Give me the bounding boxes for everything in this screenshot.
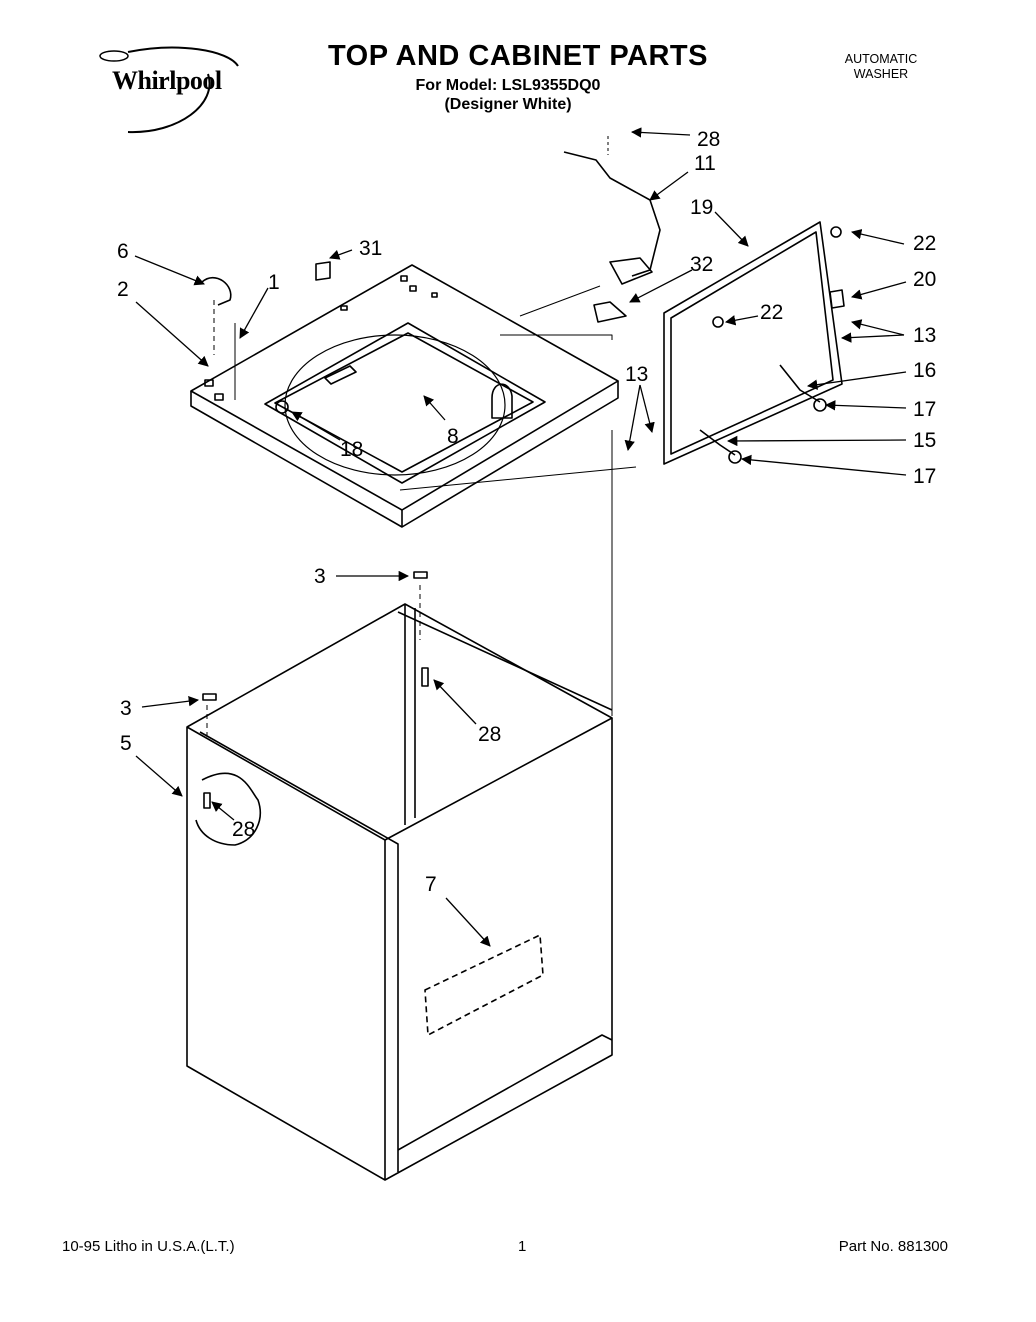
callout-c31: 31 — [359, 237, 382, 260]
callout-leaders — [134, 127, 907, 947]
footer-part-number: Part No. 881300 — [838, 1238, 948, 1255]
callout-c22a: 22 — [913, 232, 936, 255]
callout-c28a: 28 — [697, 128, 720, 151]
callout-c17b: 17 — [913, 465, 936, 488]
page-title: TOP AND CABINET PARTS — [327, 40, 708, 72]
cabinet — [186, 571, 613, 1181]
whirlpool-logo — [99, 46, 239, 134]
projection-lines — [206, 136, 637, 740]
footer-page-number: 1 — [518, 1238, 527, 1255]
callout-c7: 7 — [425, 873, 437, 896]
callout-c11: 11 — [694, 152, 716, 175]
wiring-harness — [201, 151, 661, 323]
callout-c15: 15 — [913, 429, 936, 452]
color-line: (Designer White) — [444, 96, 572, 113]
callout-c6: 6 — [117, 240, 129, 263]
callout-c13b: 13 — [625, 363, 648, 386]
product-type: AUTOMATIC WASHER — [821, 52, 941, 82]
callout-c16: 16 — [913, 359, 936, 382]
callout-numbers: 28 11 19 22 20 6 31 1 2 32 22 13 13 16 1… — [117, 128, 936, 896]
washer-top — [190, 264, 619, 528]
callout-c28b: 28 — [478, 723, 501, 746]
product-line-1: AUTOMATIC — [844, 52, 918, 66]
callout-c1: 1 — [268, 271, 280, 294]
callout-c2: 2 — [117, 278, 129, 301]
product-line-2: WASHER — [853, 67, 909, 81]
model-line: For Model: LSL9355DQ0 — [415, 77, 601, 94]
callout-c18: 18 — [340, 438, 363, 461]
callout-c8: 8 — [447, 425, 459, 448]
callout-c17a: 17 — [913, 398, 936, 421]
model-info: For Model: LSL9355DQ0 (Designer White) — [0, 76, 1036, 114]
callout-c13a: 13 — [913, 324, 936, 347]
callout-c28c: 28 — [232, 818, 255, 841]
callout-c3b: 3 — [120, 697, 132, 720]
callout-c20: 20 — [913, 268, 936, 291]
brand-logotype: Whirlpool — [112, 66, 222, 95]
callout-c3a: 3 — [314, 565, 326, 588]
console-frame — [663, 221, 845, 465]
footer-litho: 10-95 Litho in U.S.A.(L.T.) — [62, 1238, 235, 1255]
callout-c32: 32 — [690, 253, 713, 276]
callout-c22b: 22 — [760, 301, 783, 324]
callout-c19: 19 — [690, 196, 713, 219]
callout-c5: 5 — [120, 732, 132, 755]
